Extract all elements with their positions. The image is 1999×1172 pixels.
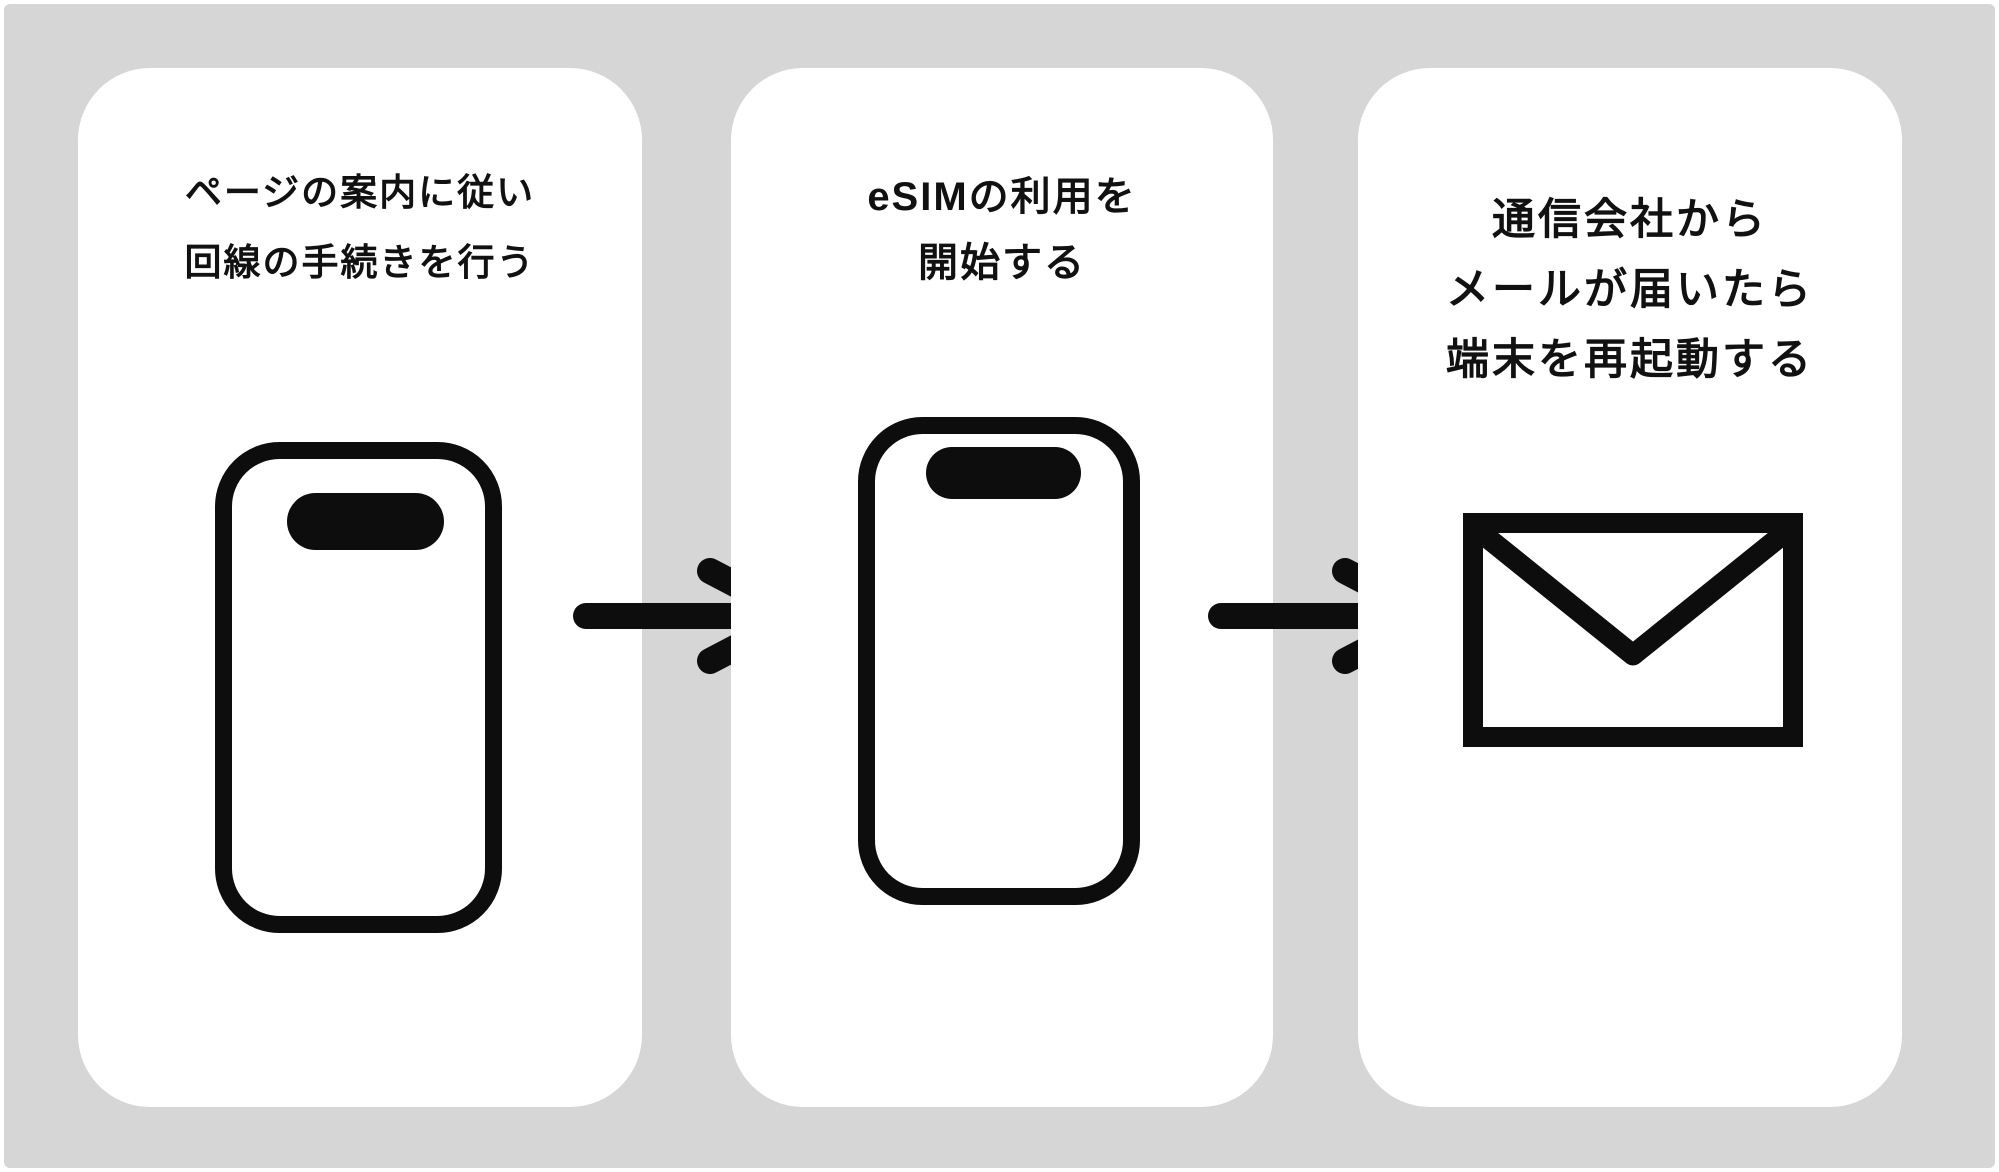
smartphone-icon bbox=[858, 417, 1140, 905]
step-3-caption-line-3: 端末を再起動する bbox=[1446, 336, 1814, 384]
step-1-caption-line-2: 回線の手続きを行う bbox=[184, 242, 536, 283]
step-2-caption-line-2: 開始する bbox=[918, 241, 1086, 285]
step-card-3: 通信会社から メールが届いたら 端末を再起動する bbox=[1358, 68, 1902, 1107]
step-2-caption-line-1: eSIMの利用を bbox=[867, 175, 1137, 219]
step-1-caption-line-1: ページの案内に従い bbox=[184, 172, 536, 213]
step-1-caption: ページの案内に従い 回線の手続きを行う bbox=[78, 158, 642, 298]
step-2-caption: eSIMの利用を 開始する bbox=[731, 164, 1273, 296]
step-3-caption-line-2: メールが届いたら bbox=[1446, 266, 1814, 314]
smartphone-icon bbox=[215, 442, 502, 933]
step-3-caption: 通信会社から メールが届いたら 端末を再起動する bbox=[1358, 185, 1902, 395]
step-card-1: ページの案内に従い 回線の手続きを行う bbox=[78, 68, 642, 1107]
step-3-caption-line-1: 通信会社から bbox=[1492, 196, 1768, 244]
step-card-2: eSIMの利用を 開始する bbox=[731, 68, 1273, 1107]
envelope-icon bbox=[1463, 513, 1803, 747]
